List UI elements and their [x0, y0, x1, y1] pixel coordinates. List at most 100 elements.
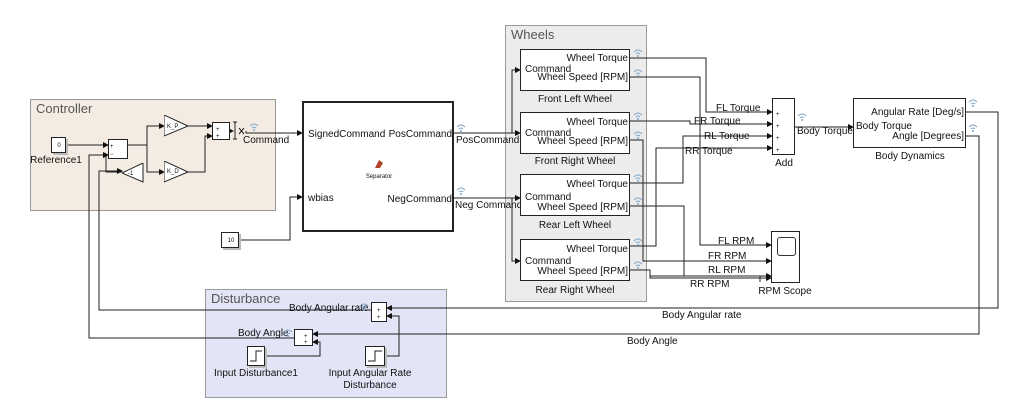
rate-sum-plus2: + [377, 315, 381, 321]
add-plus2: + [776, 124, 780, 130]
wire-step2-to-sum [385, 313, 400, 357]
wire-step1-to-sum [266, 339, 321, 357]
rpm-scope-block[interactable] [771, 231, 800, 283]
rear-right-wheel-block[interactable]: Command Wheel Torque Wheel Speed [RPM] [520, 239, 630, 281]
body-dynamics-out-angle: Angle [Degrees] [892, 131, 964, 142]
wheel-out-torque: Wheel Torque [566, 179, 628, 190]
kd-gain-block[interactable] [164, 161, 189, 183]
rear-left-wheel-block[interactable]: Command Wheel Torque Wheel Speed [RPM] [520, 174, 630, 216]
front-right-wheel-label: Front Right Wheel [534, 156, 616, 167]
pd-sum-plus2: + [216, 134, 220, 140]
disturbance-rate-label: Body Angular rate [289, 303, 369, 314]
log-signal-icon [633, 69, 643, 77]
body-dynamics-label: Body Dynamics [875, 151, 945, 162]
wire-command [245, 130, 303, 136]
add-plus1: + [776, 112, 780, 118]
front-left-wheel-label: Front Left Wheel [538, 94, 612, 105]
wire-neg-command [453, 197, 521, 264]
add-block[interactable]: + + + + [772, 98, 795, 155]
wire-pos-command [453, 67, 521, 134]
disturbance-angle-label: Body Angle [238, 328, 289, 339]
wire-rr-rpm-end [649, 275, 772, 281]
reference-constant-block[interactable]: 0 [51, 137, 66, 153]
input-disturbance1-label: Input Disturbance1 [214, 368, 298, 379]
neg-command-signal: Neg Command [455, 200, 523, 211]
wire-kd-to-sum2 [188, 133, 213, 173]
kd-label: K_D [167, 169, 179, 175]
bias-constant-block[interactable]: 10 [221, 232, 239, 248]
log-signal-icon [456, 124, 466, 132]
scope-screen-icon [777, 237, 796, 256]
front-right-wheel-block[interactable]: Command Wheel Torque Wheel Speed [RPM] [520, 112, 630, 154]
input-angular-rate-step-block[interactable] [365, 346, 385, 366]
step-icon [368, 350, 382, 362]
wire-fl-rpm [630, 76, 772, 248]
front-left-wheel-block[interactable]: Command Wheel Torque Wheel Speed [RPM] [520, 49, 630, 91]
wheel-out-speed: Wheel Speed [RPM] [537, 266, 628, 277]
pd-sum-block[interactable]: + + [212, 122, 230, 140]
angle-sum-plus2: + [304, 340, 308, 346]
log-signal-icon [633, 131, 643, 139]
reference-value: 0 [57, 143, 61, 149]
separator-in-signed: SignedCommand [308, 129, 386, 140]
pos-command-signal: PosCommand [456, 135, 520, 146]
wheel-in-command: Command [525, 128, 572, 139]
log-signal-icon [633, 174, 643, 182]
log-signal-icon [968, 124, 978, 132]
body-torque-signal: Body Torque [797, 126, 853, 137]
wheel-in-command: Command [525, 256, 572, 267]
add-label: Add [775, 158, 793, 169]
separator-subsystem[interactable]: SignedCommand wbias PosCommand NegComman… [302, 101, 454, 232]
log-signal-icon [633, 238, 643, 246]
log-signal-icon [283, 329, 293, 337]
disturbance-area: Disturbance [205, 289, 447, 398]
add-plus4: + [776, 148, 780, 154]
angle-sum-plus1: + [304, 334, 308, 340]
wire-fr-rpm [630, 139, 772, 264]
angle-sum-block[interactable]: + + [294, 329, 313, 346]
separator-out-neg: NegCommand [387, 194, 452, 205]
negative-gain-label: -1 [128, 171, 134, 177]
wheel-out-speed: Wheel Speed [RPM] [537, 202, 628, 213]
saturation-block[interactable] [233, 121, 245, 140]
wire-angle-feedback [312, 135, 980, 337]
disturbance-area-title: Disturbance [211, 291, 281, 306]
body-dynamics-in: Body Torque [856, 121, 912, 132]
rate-sum-block[interactable]: + + [371, 302, 387, 322]
wire-rate-to-controller [98, 168, 371, 311]
log-signal-icon [456, 187, 466, 195]
wheel-out-speed: Wheel Speed [RPM] [537, 72, 628, 83]
log-signal-icon [797, 113, 807, 121]
sum-plus-sign: + [110, 144, 114, 150]
wheel-out-speed: Wheel Speed [RPM] [537, 136, 628, 147]
fl-rpm-label: FL RPM [718, 236, 755, 247]
fr-torque-label: FR Torque [694, 116, 741, 127]
wire-angle-to-controller [88, 152, 294, 339]
wheel-in-command: Command [525, 64, 572, 75]
wire-angular-rate-feedback [386, 111, 999, 311]
separator-icon [375, 160, 383, 168]
command-signal-label: Command [243, 135, 290, 146]
fr-rpm-label: FR RPM [708, 251, 747, 262]
separator-icon-label: Separator [365, 174, 393, 180]
kp-gain-block[interactable] [164, 115, 189, 137]
wheel-out-torque: Wheel Torque [566, 244, 628, 255]
wire-rr-torque [630, 145, 773, 247]
wheel-out-torque: Wheel Torque [566, 117, 628, 128]
log-signal-icon [633, 261, 643, 269]
rate-sum-plus1: + [377, 308, 381, 314]
body-dynamics-block[interactable]: Body Torque Angular Rate [Deg/s] Angle [… [853, 98, 966, 148]
separator-in-wbias: wbias [308, 193, 334, 204]
separator-out-pos: PosCommand [388, 129, 452, 140]
negative-gain-block[interactable] [122, 163, 144, 183]
input-disturbance1-step-block[interactable] [247, 346, 265, 366]
rr-torque-label: RR Torque [685, 146, 733, 157]
log-signal-icon [359, 303, 369, 311]
wire-sum-to-kp [128, 123, 165, 146]
kp-label: K_P [167, 124, 179, 130]
log-signal-icon [633, 49, 643, 57]
controller-area: Controller [30, 99, 276, 211]
error-sum-block[interactable]: + − [108, 139, 128, 159]
wheel-out-torque: Wheel Torque [566, 53, 628, 64]
